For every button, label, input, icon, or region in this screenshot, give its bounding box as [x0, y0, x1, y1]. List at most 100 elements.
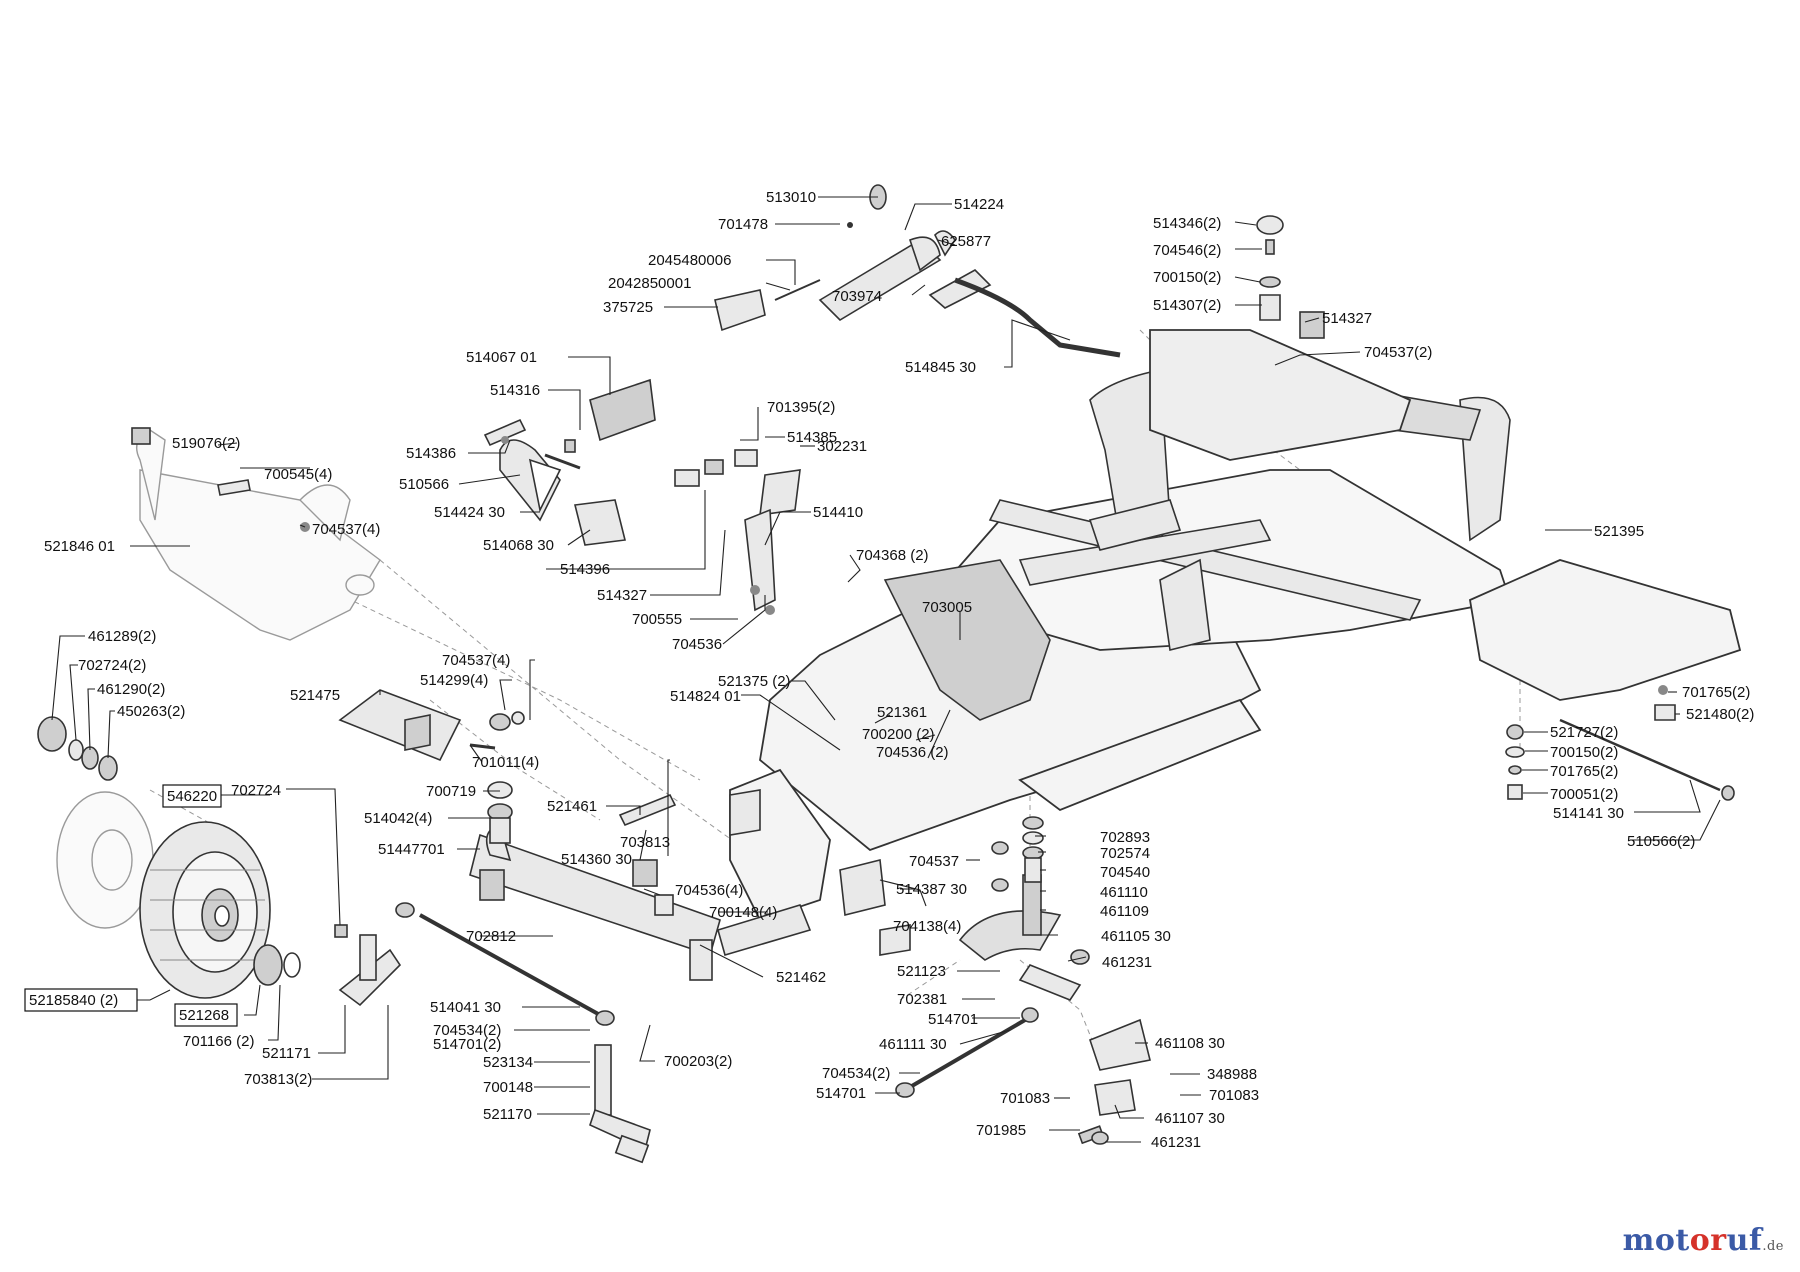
- label-461290: 461290(2): [97, 681, 165, 698]
- label-521123: 521123: [897, 963, 946, 980]
- label-461289: 461289(2): [88, 628, 156, 645]
- label-521171: 521171: [262, 1045, 311, 1062]
- label-704540: 704540: [1100, 864, 1150, 881]
- label-704536b: 704536 (2): [876, 744, 949, 761]
- label-514701a: 514701: [928, 1011, 978, 1028]
- label-701083b: 701083: [1000, 1090, 1050, 1107]
- label-702574: 702574: [1100, 845, 1150, 862]
- label-514224: 514224: [954, 196, 1004, 213]
- label-514327a: 514327: [1322, 310, 1372, 327]
- label-521361: 521361: [877, 704, 927, 721]
- label-348988: 348988: [1207, 1066, 1257, 1083]
- label-700148a: 700148(4): [709, 904, 777, 921]
- mid-bracket-521475: [338, 689, 525, 762]
- front-wheel-rear-ghost: [56, 791, 154, 929]
- brand-suffix: .de: [1762, 1239, 1784, 1254]
- label-700545: 700545(4): [264, 466, 332, 483]
- label-523134: 523134: [483, 1054, 533, 1071]
- label-514316: 514316: [490, 382, 540, 399]
- label-546220: 546220: [167, 788, 217, 805]
- label-703974: 703974: [832, 288, 882, 305]
- steering-spindle-right: [589, 1044, 651, 1164]
- label-702812: 702812: [466, 928, 516, 945]
- brand-part-2: or: [1689, 1223, 1727, 1258]
- label-51447701: 51447701: [378, 841, 445, 858]
- bumper-hardware: [131, 427, 310, 532]
- label-700555: 700555: [632, 611, 682, 628]
- label-51436030: 514360 30: [561, 851, 632, 868]
- label-521462: 521462: [776, 969, 826, 986]
- label-704138: 704138(4): [893, 918, 961, 935]
- label-704537a: 704537(2): [1364, 344, 1432, 361]
- label-704368: 704368 (2): [856, 547, 929, 564]
- steering-brackets: [1077, 1018, 1151, 1145]
- label-51406701: 514067 01: [466, 349, 537, 366]
- label-704534a: 704534(2): [433, 1022, 501, 1039]
- label-510566a: 510566: [399, 476, 449, 493]
- label-700051: 700051(2): [1550, 786, 1618, 803]
- label-302231: 302231: [817, 438, 867, 455]
- label-704537c: 704537(4): [442, 652, 510, 669]
- pedal-pad: [499, 378, 656, 546]
- tie-rod: [395, 902, 615, 1026]
- front-wheel-front: [139, 821, 271, 999]
- front-bumper: [136, 429, 381, 641]
- label-700203: 700203(2): [664, 1053, 732, 1070]
- label-519076: 519076(2): [172, 435, 240, 452]
- part-labels: 513010 514224 701478 625877 2045480006 2…: [24, 189, 1754, 1151]
- label-521727: 521727(2): [1550, 724, 1618, 741]
- label-701478: 701478: [718, 216, 768, 233]
- label-51404130: 514041 30: [430, 999, 501, 1016]
- steering-spindle-left: [253, 924, 402, 1007]
- label-461231b: 461231: [1151, 1134, 1201, 1151]
- label-52184601: 521846 01: [44, 538, 115, 555]
- chassis-frame: [729, 329, 1742, 922]
- label-521480: 521480(2): [1686, 706, 1754, 723]
- axle-support-brackets: [487, 781, 812, 956]
- label-46110530: 461105 30: [1101, 928, 1171, 945]
- label-box-52185840: [24, 988, 138, 1012]
- rear-right-hardware: [1505, 685, 1735, 801]
- label-514845: 514845 30: [905, 359, 976, 376]
- label-514346: 514346(2): [1153, 215, 1221, 232]
- label-701765a: 701765(2): [1682, 684, 1750, 701]
- label-450263: 450263(2): [117, 703, 185, 720]
- label-521461: 521461: [547, 798, 597, 815]
- label-51438730: 514387 30: [896, 881, 967, 898]
- label-704536c: 704536(4): [675, 882, 743, 899]
- label-701765b: 701765(2): [1550, 763, 1618, 780]
- label-51482401: 514824 01: [670, 688, 741, 705]
- label-514307: 514307(2): [1153, 297, 1221, 314]
- label-701083a: 701083: [1209, 1087, 1259, 1104]
- label-461109: 461109: [1100, 903, 1149, 920]
- label-703813b: 703813(2): [244, 1071, 312, 1088]
- label-700150a: 700150(2): [1153, 269, 1221, 286]
- label-521395: 521395: [1594, 523, 1644, 540]
- front-frame-hardware: [729, 789, 1009, 956]
- brand-logo: motoruf.de: [1623, 1223, 1784, 1258]
- label-461231a: 461231: [1102, 954, 1152, 971]
- label-521375: 521375 (2): [718, 673, 791, 690]
- label-514701c: 514701: [816, 1085, 866, 1102]
- label-702893: 702893: [1100, 829, 1150, 846]
- front-axle: [469, 824, 721, 981]
- label-704537d: 704537: [909, 853, 959, 870]
- label-701011: 701011(4): [472, 754, 539, 771]
- brand-part-1: mot: [1622, 1223, 1690, 1258]
- label-702381: 702381: [897, 991, 947, 1008]
- label-702724b: 702724: [231, 782, 281, 799]
- label-514396: 514396: [560, 561, 610, 578]
- label-461110: 461110: [1100, 884, 1148, 901]
- brake-pedal-assembly: [714, 184, 1121, 358]
- brand-part-3: uf: [1726, 1223, 1763, 1258]
- label-701985: 701985: [976, 1122, 1026, 1139]
- label-52185840: 52185840 (2): [29, 992, 118, 1009]
- label-700200: 700200 (2): [862, 726, 935, 743]
- label-521475: 521475: [290, 687, 340, 704]
- label-704534b: 704534(2): [822, 1065, 890, 1082]
- drag-link: [895, 1007, 1039, 1098]
- label-514299: 514299(4): [420, 672, 488, 689]
- label-510566b: 510566(2): [1627, 833, 1695, 850]
- label-514410: 514410: [813, 504, 863, 521]
